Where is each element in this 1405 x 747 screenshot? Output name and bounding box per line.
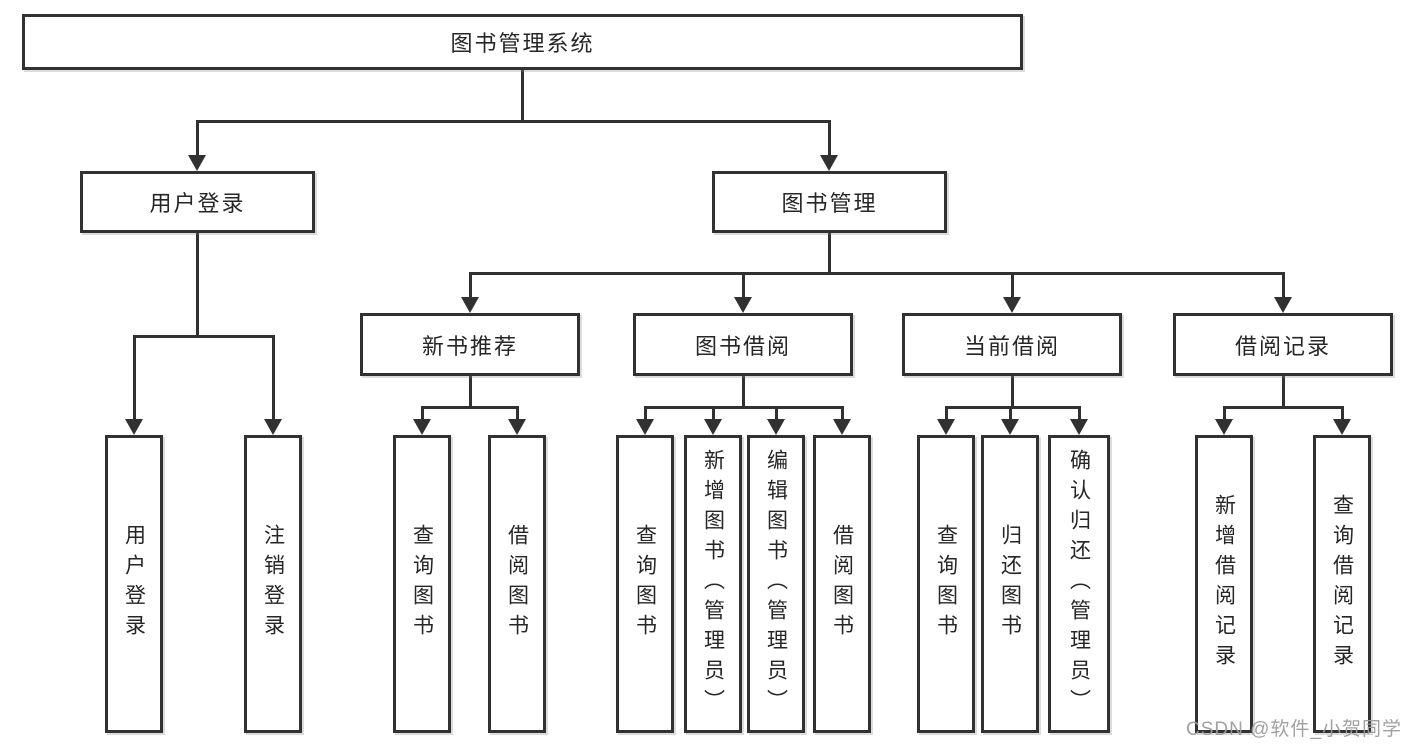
leaf-records-query-label: 查询借阅记录 [1330, 494, 1354, 674]
leaf-user-login-label: 用户登录 [122, 524, 146, 644]
node-book-borrow: 图书借阅 [633, 313, 853, 376]
leaf-current-confirm-return-label: 确认归还（管理员） [1067, 449, 1091, 719]
connector-to-leaf-borrow-borrow-stem [841, 406, 844, 421]
connector-to-new-book-recommend-stem [469, 272, 472, 299]
connector-book-management-stem [828, 233, 831, 272]
arrow-to-current-borrow-icon [1003, 297, 1021, 313]
leaf-newbooks-query-label: 查询图书 [410, 524, 434, 644]
arrow-to-leaf-current-query-icon [937, 419, 955, 435]
connector-user-login-stem [196, 233, 199, 335]
connector-current-borrow-rail [946, 406, 1080, 409]
node-user-login-label: 用户登录 [149, 191, 246, 216]
node-root-label: 图书管理系统 [450, 31, 595, 56]
connector-to-leaf-user-login-stem [133, 335, 136, 421]
arrow-to-leaf-records-query-icon [1333, 419, 1351, 435]
arrow-to-leaf-borrow-query-icon [636, 419, 654, 435]
connector-to-user-login-stem [196, 120, 199, 157]
connector-user-login-rail [134, 335, 273, 338]
node-new-book-recommend: 新书推荐 [360, 313, 580, 376]
node-book-borrow-label: 图书借阅 [694, 333, 791, 359]
leaf-borrow-edit-book-label: 编辑图书（管理员） [764, 449, 788, 719]
node-root: 图书管理系统 [22, 14, 1023, 70]
arrow-to-leaf-borrow-borrow-icon [833, 419, 851, 435]
connector-to-leaf-borrow-query-stem [644, 406, 647, 421]
connector-new-book-recommend-rail [422, 406, 518, 409]
arrow-to-leaf-current-return-icon [1001, 419, 1019, 435]
connector-to-leaf-logout-stem [272, 335, 275, 421]
connector-to-leaf-current-return-stem [1009, 406, 1012, 421]
connector-borrow-records-stem [1282, 376, 1285, 406]
leaf-newbooks-borrow: 借阅图书 [488, 435, 546, 733]
arrow-to-leaf-current-confirm-icon [1070, 419, 1088, 435]
connector-level2-rail [197, 120, 830, 123]
leaf-user-login: 用户登录 [105, 435, 163, 733]
connector-to-book-borrow-stem [742, 272, 745, 299]
node-borrow-records-label: 借阅记录 [1234, 333, 1331, 359]
leaf-borrow-borrow-book: 借阅图书 [813, 435, 871, 733]
node-new-book-recommend-label: 新书推荐 [421, 333, 518, 359]
node-book-management: 图书管理 [712, 171, 947, 233]
arrow-to-borrow-records-icon [1274, 297, 1292, 313]
connector-book-borrow-rail [645, 406, 843, 409]
node-borrow-records: 借阅记录 [1173, 313, 1393, 376]
leaf-records-add: 新增借阅记录 [1195, 435, 1253, 733]
leaf-logout-label: 注销登录 [261, 524, 285, 644]
leaf-borrow-add-book-label: 新增图书（管理员） [701, 449, 725, 719]
leaf-current-confirm-return: 确认归还（管理员） [1048, 435, 1110, 733]
arrow-to-leaf-newbooks-query-icon [413, 419, 431, 435]
connector-new-book-recommend-stem [469, 376, 472, 406]
arrow-to-leaf-borrow-edit-icon [767, 419, 785, 435]
arrow-to-user-login-icon [188, 155, 206, 171]
leaf-borrow-query: 查询图书 [616, 435, 674, 733]
leaf-newbooks-query: 查询图书 [393, 435, 451, 733]
leaf-borrow-query-label: 查询图书 [633, 524, 657, 644]
connector-to-leaf-current-query-stem [945, 406, 948, 421]
leaf-borrow-borrow-book-label: 借阅图书 [830, 524, 854, 644]
arrow-to-leaf-borrow-add-icon [704, 419, 722, 435]
leaf-current-return: 归还图书 [981, 435, 1039, 733]
connector-current-borrow-stem [1011, 376, 1014, 406]
node-book-management-label: 图书管理 [781, 191, 878, 216]
arrow-to-new-book-recommend-icon [461, 297, 479, 313]
connector-book-borrow-stem [742, 376, 745, 406]
arrow-to-book-borrow-icon [734, 297, 752, 313]
leaf-current-return-label: 归还图书 [998, 524, 1022, 644]
connector-to-leaf-newbooks-query-stem [421, 406, 424, 421]
node-current-borrow: 当前借阅 [902, 313, 1122, 376]
connector-to-leaf-records-query-stem [1341, 406, 1344, 421]
arrow-to-leaf-records-add-icon [1215, 419, 1233, 435]
leaf-newbooks-borrow-label: 借阅图书 [505, 524, 529, 644]
arrow-to-leaf-user-login-icon [125, 419, 143, 435]
connector-to-leaf-current-confirm-stem [1078, 406, 1081, 421]
connector-to-leaf-borrow-edit-stem [775, 406, 778, 421]
connector-level3-rail [470, 272, 1283, 275]
node-user-login: 用户登录 [80, 171, 315, 233]
leaf-current-query: 查询图书 [917, 435, 975, 733]
node-current-borrow-label: 当前借阅 [963, 333, 1060, 359]
connector-to-current-borrow-stem [1011, 272, 1014, 299]
csdn-watermark: CSDN @软件_小贺同学 [1186, 719, 1402, 740]
leaf-borrow-add-book: 新增图书（管理员） [684, 435, 742, 733]
connector-to-leaf-records-add-stem [1223, 406, 1226, 421]
arrow-to-book-management-icon [820, 155, 838, 171]
connector-to-borrow-records-stem [1282, 272, 1285, 299]
connector-to-leaf-newbooks-borrow-stem [516, 406, 519, 421]
leaf-records-add-label: 新增借阅记录 [1212, 494, 1236, 674]
connector-root-stem [521, 70, 524, 120]
leaf-current-query-label: 查询图书 [934, 524, 958, 644]
arrow-to-leaf-logout-icon [264, 419, 282, 435]
arrow-to-leaf-newbooks-borrow-icon [508, 419, 526, 435]
leaf-logout: 注销登录 [244, 435, 302, 733]
connector-to-leaf-borrow-add-stem [712, 406, 715, 421]
leaf-borrow-edit-book: 编辑图书（管理员） [747, 435, 805, 733]
connector-to-book-management-stem [828, 120, 831, 157]
connector-borrow-records-rail [1224, 406, 1343, 409]
leaf-records-query: 查询借阅记录 [1313, 435, 1371, 733]
